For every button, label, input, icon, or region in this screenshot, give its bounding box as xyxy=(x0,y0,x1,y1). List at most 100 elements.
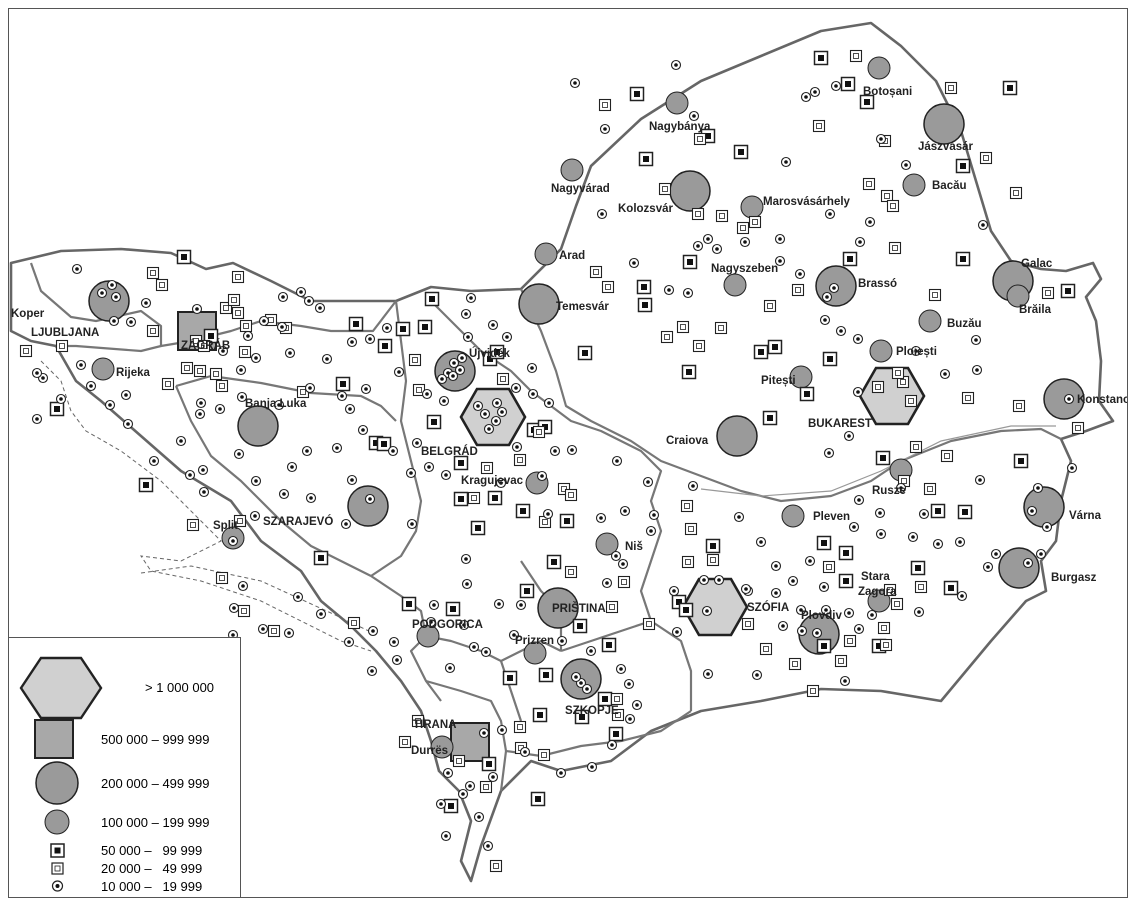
city-label-nagyvarad: Nagyvárad xyxy=(551,183,610,195)
city-10k-symbol-inner xyxy=(290,465,294,469)
city-10k-symbol-inner xyxy=(686,291,690,295)
city-10k-symbol-inner xyxy=(397,370,401,374)
city-100k-symbol xyxy=(723,273,747,297)
city-10k-symbol-inner xyxy=(35,371,39,375)
city-10k-symbol-inner xyxy=(464,312,468,316)
city-10k-symbol-inner xyxy=(280,325,284,329)
city-10k-symbol-inner xyxy=(943,372,947,376)
city-10k-symbol-inner xyxy=(590,765,594,769)
city-10k-symbol-inner xyxy=(603,127,607,131)
city-20k-symbol-inner xyxy=(1013,190,1019,196)
city-20k-symbol-inner xyxy=(688,526,694,532)
city-10k-symbol-inner xyxy=(827,451,831,455)
city-50k-symbol-inner xyxy=(458,496,464,502)
city-50k-symbol-inner xyxy=(475,525,481,531)
city-label-nis: Niš xyxy=(625,541,643,553)
city-10k-symbol-inner xyxy=(589,649,593,653)
city-label-ujvidek: Újvidék xyxy=(469,347,511,360)
city-10k-symbol-inner xyxy=(254,479,258,483)
city-100k-symbol xyxy=(430,735,454,759)
city-50k-symbol-inner xyxy=(422,324,428,330)
city-10k-symbol-inner xyxy=(974,338,978,342)
city-20k-symbol-inner xyxy=(471,495,477,501)
city-50k-symbol-inner xyxy=(181,254,187,260)
city-20k-symbol-inner xyxy=(201,343,207,349)
hollow-square-inner xyxy=(54,865,61,872)
city-20k-symbol-inner xyxy=(664,334,670,340)
city-20k-symbol-inner xyxy=(1045,290,1051,296)
city-10k-symbol-inner xyxy=(491,775,495,779)
city-10k-symbol-inner xyxy=(218,407,222,411)
city-50k-symbol-inner xyxy=(143,482,149,488)
city-10k-symbol-inner xyxy=(288,351,292,355)
city-10k-symbol-inner xyxy=(646,480,650,484)
city-10k-symbol-inner xyxy=(371,629,375,633)
city-10k-symbol-inner xyxy=(868,220,872,224)
city-10k-symbol-inner xyxy=(505,335,509,339)
legend-label-large: 500 000 – 999 999 xyxy=(101,732,210,747)
city-10k-symbol-inner xyxy=(825,295,829,299)
city-20k-symbol-inner xyxy=(483,784,489,790)
city-label-braila: Brăila xyxy=(1019,304,1052,316)
city-10k-symbol-inner xyxy=(813,90,817,94)
city-10k-symbol-inner xyxy=(822,585,826,589)
city-10k-symbol-inner xyxy=(986,565,990,569)
city-50k-symbol-inner xyxy=(382,343,388,349)
city-10k-symbol-inner xyxy=(299,290,303,294)
city-50k-symbol-inner xyxy=(450,606,456,612)
city-10k-symbol-inner xyxy=(1067,397,1071,401)
city-20k-symbol-inner xyxy=(184,365,190,371)
city-50k-symbol-inner xyxy=(1007,85,1013,91)
city-20k-symbol-inner xyxy=(536,429,542,435)
city-20k-symbol-inner xyxy=(541,752,547,758)
city-50k-symbol-inner xyxy=(373,440,379,446)
city-symbol-burgasz xyxy=(998,547,1040,589)
city-10k-symbol-inner xyxy=(744,587,748,591)
city-50k-symbol-inner xyxy=(381,441,387,447)
city-symbol-temesvar xyxy=(518,283,560,325)
city-10k-symbol-inner xyxy=(570,448,574,452)
city-20k-symbol-inner xyxy=(695,211,701,217)
city-20k-symbol-inner xyxy=(568,492,574,498)
city-label-podgorica: PODGORICA xyxy=(412,619,483,631)
city-10k-symbol-inner xyxy=(500,410,504,414)
city-label-prizren: Prizren xyxy=(515,635,554,647)
city-10k-symbol-inner xyxy=(305,449,309,453)
city-label-zagreb: ZÁGRÁB xyxy=(181,339,230,352)
big-square-symbol xyxy=(34,719,74,759)
city-10k-symbol-inner xyxy=(112,319,116,323)
city-10k-symbol-inner xyxy=(553,449,557,453)
city-20k-symbol-inner xyxy=(944,453,950,459)
city-20k-symbol-inner xyxy=(605,284,611,290)
city-10k-symbol-inner xyxy=(307,299,311,303)
city-50k-symbol-inner xyxy=(507,675,513,681)
city-20k-symbol-inner xyxy=(838,658,844,664)
city-10k-symbol-inner xyxy=(469,296,473,300)
city-10k-symbol-inner xyxy=(385,326,389,330)
city-10k-symbol-inner xyxy=(774,591,778,595)
city-20k-symbol-inner xyxy=(456,758,462,764)
city-100k-symbol xyxy=(523,641,547,665)
city-10k-symbol-inner xyxy=(344,522,348,526)
city-20k-symbol-inner xyxy=(484,465,490,471)
city-50k-symbol-inner xyxy=(843,550,849,556)
city-10k-symbol-inner xyxy=(296,595,300,599)
city-50k-symbol-inner xyxy=(687,259,693,265)
city-label-kolozsvar: Kolozsvár xyxy=(618,203,673,215)
city-20k-symbol-inner xyxy=(895,370,901,376)
city-10k-symbol-inner xyxy=(692,114,696,118)
city-10k-symbol-inner xyxy=(672,589,676,593)
city-10k-symbol-inner xyxy=(282,492,286,496)
city-20k-symbol-inner xyxy=(908,398,914,404)
circle-symbol xyxy=(44,809,70,835)
city-label-kragujevac: Kragujevac xyxy=(461,475,524,487)
city-20k-symbol-inner xyxy=(710,557,716,563)
city-10k-symbol-inner xyxy=(922,512,926,516)
city-50k-symbol-inner xyxy=(827,356,833,362)
city-10k-symbol-inner xyxy=(1045,525,1049,529)
city-50k-symbol-inner xyxy=(537,712,543,718)
city-50k-symbol-inner xyxy=(54,406,60,412)
city-10k-symbol-inner xyxy=(319,612,323,616)
city-50k-symbol-inner xyxy=(606,642,612,648)
